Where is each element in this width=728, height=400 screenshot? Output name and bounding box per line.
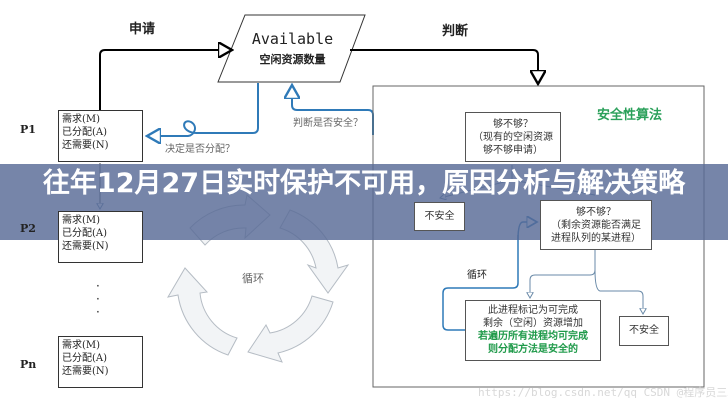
line: 若遍历所有进程均可完成 [478, 331, 588, 342]
process-box-p1: 需求(M) 已分配(A) 还需要(N) [58, 110, 143, 162]
available-shape [217, 14, 366, 83]
loop-label: 循环 [467, 270, 487, 281]
ellipsis: · · · [96, 280, 100, 319]
dot: · [96, 279, 100, 293]
available-title: Available [251, 30, 334, 48]
process-name: Pn [20, 358, 37, 371]
allocated: 已分配(A) [62, 353, 108, 364]
unsafe-box-2: 不安全 [619, 316, 669, 346]
demand: 需求(M) [62, 114, 101, 125]
process-box-pn: 需求(M) 已分配(A) 还需要(N) [58, 336, 143, 388]
line: （现有的空闲资源 [473, 132, 553, 143]
line: 则分配方法是安全的 [488, 344, 578, 355]
safety-title: 安全性算法 [597, 108, 663, 123]
allocated: 已分配(A) [62, 127, 108, 138]
need: 还需要(N) [62, 140, 109, 151]
line: 够不够？ [493, 119, 533, 130]
apply-label: 申请 [129, 22, 156, 37]
line: （剩余资源能否满足 [551, 220, 641, 231]
judge-label: 判断 [442, 24, 469, 39]
unsafe-box-1: 不安全 [414, 202, 465, 231]
watermark: https://blog.csdn.net/qq CSDN @程序员三木 [478, 386, 728, 399]
allocated: 已分配(A) [62, 228, 108, 239]
line: 够不够申请） [483, 145, 543, 156]
decide-label: 决定是否分配？ [165, 144, 235, 155]
line: 剩余（空闲）资源增加 [483, 318, 583, 329]
line: 此进程标记为可完成 [488, 305, 578, 316]
need: 还需要(N) [62, 241, 109, 252]
dot: · [96, 305, 100, 319]
demand: 需求(M) [62, 340, 101, 351]
need: 还需要(N) [62, 366, 109, 377]
dot: · [96, 292, 100, 306]
page-title: 往年12月27日实时保护不可用，原因分析与解决策略 [42, 168, 686, 199]
demand: 需求(M) [62, 215, 101, 226]
line: 进程队列的某进程） [551, 233, 641, 244]
result-box: 此进程标记为可完成 剩余（空闲）资源增加 若遍历所有进程均可完成 则分配方法是安… [465, 300, 601, 361]
check1-box: 够不够？ （现有的空闲资源 够不够申请） [465, 112, 561, 162]
check-safe-label: 判断是否安全？ [293, 118, 363, 129]
line: 够不够？ [576, 207, 616, 218]
process-name: P2 [20, 222, 36, 235]
check2-box: 够不够？ （剩余资源能否满足 进程队列的某进程） [540, 200, 652, 250]
cycle-label: 循环 [242, 272, 264, 285]
process-name: P1 [20, 123, 36, 136]
process-box-p2: 需求(M) 已分配(A) 还需要(N) [58, 211, 143, 263]
available-subtitle: 空闲资源数量 [259, 53, 326, 66]
